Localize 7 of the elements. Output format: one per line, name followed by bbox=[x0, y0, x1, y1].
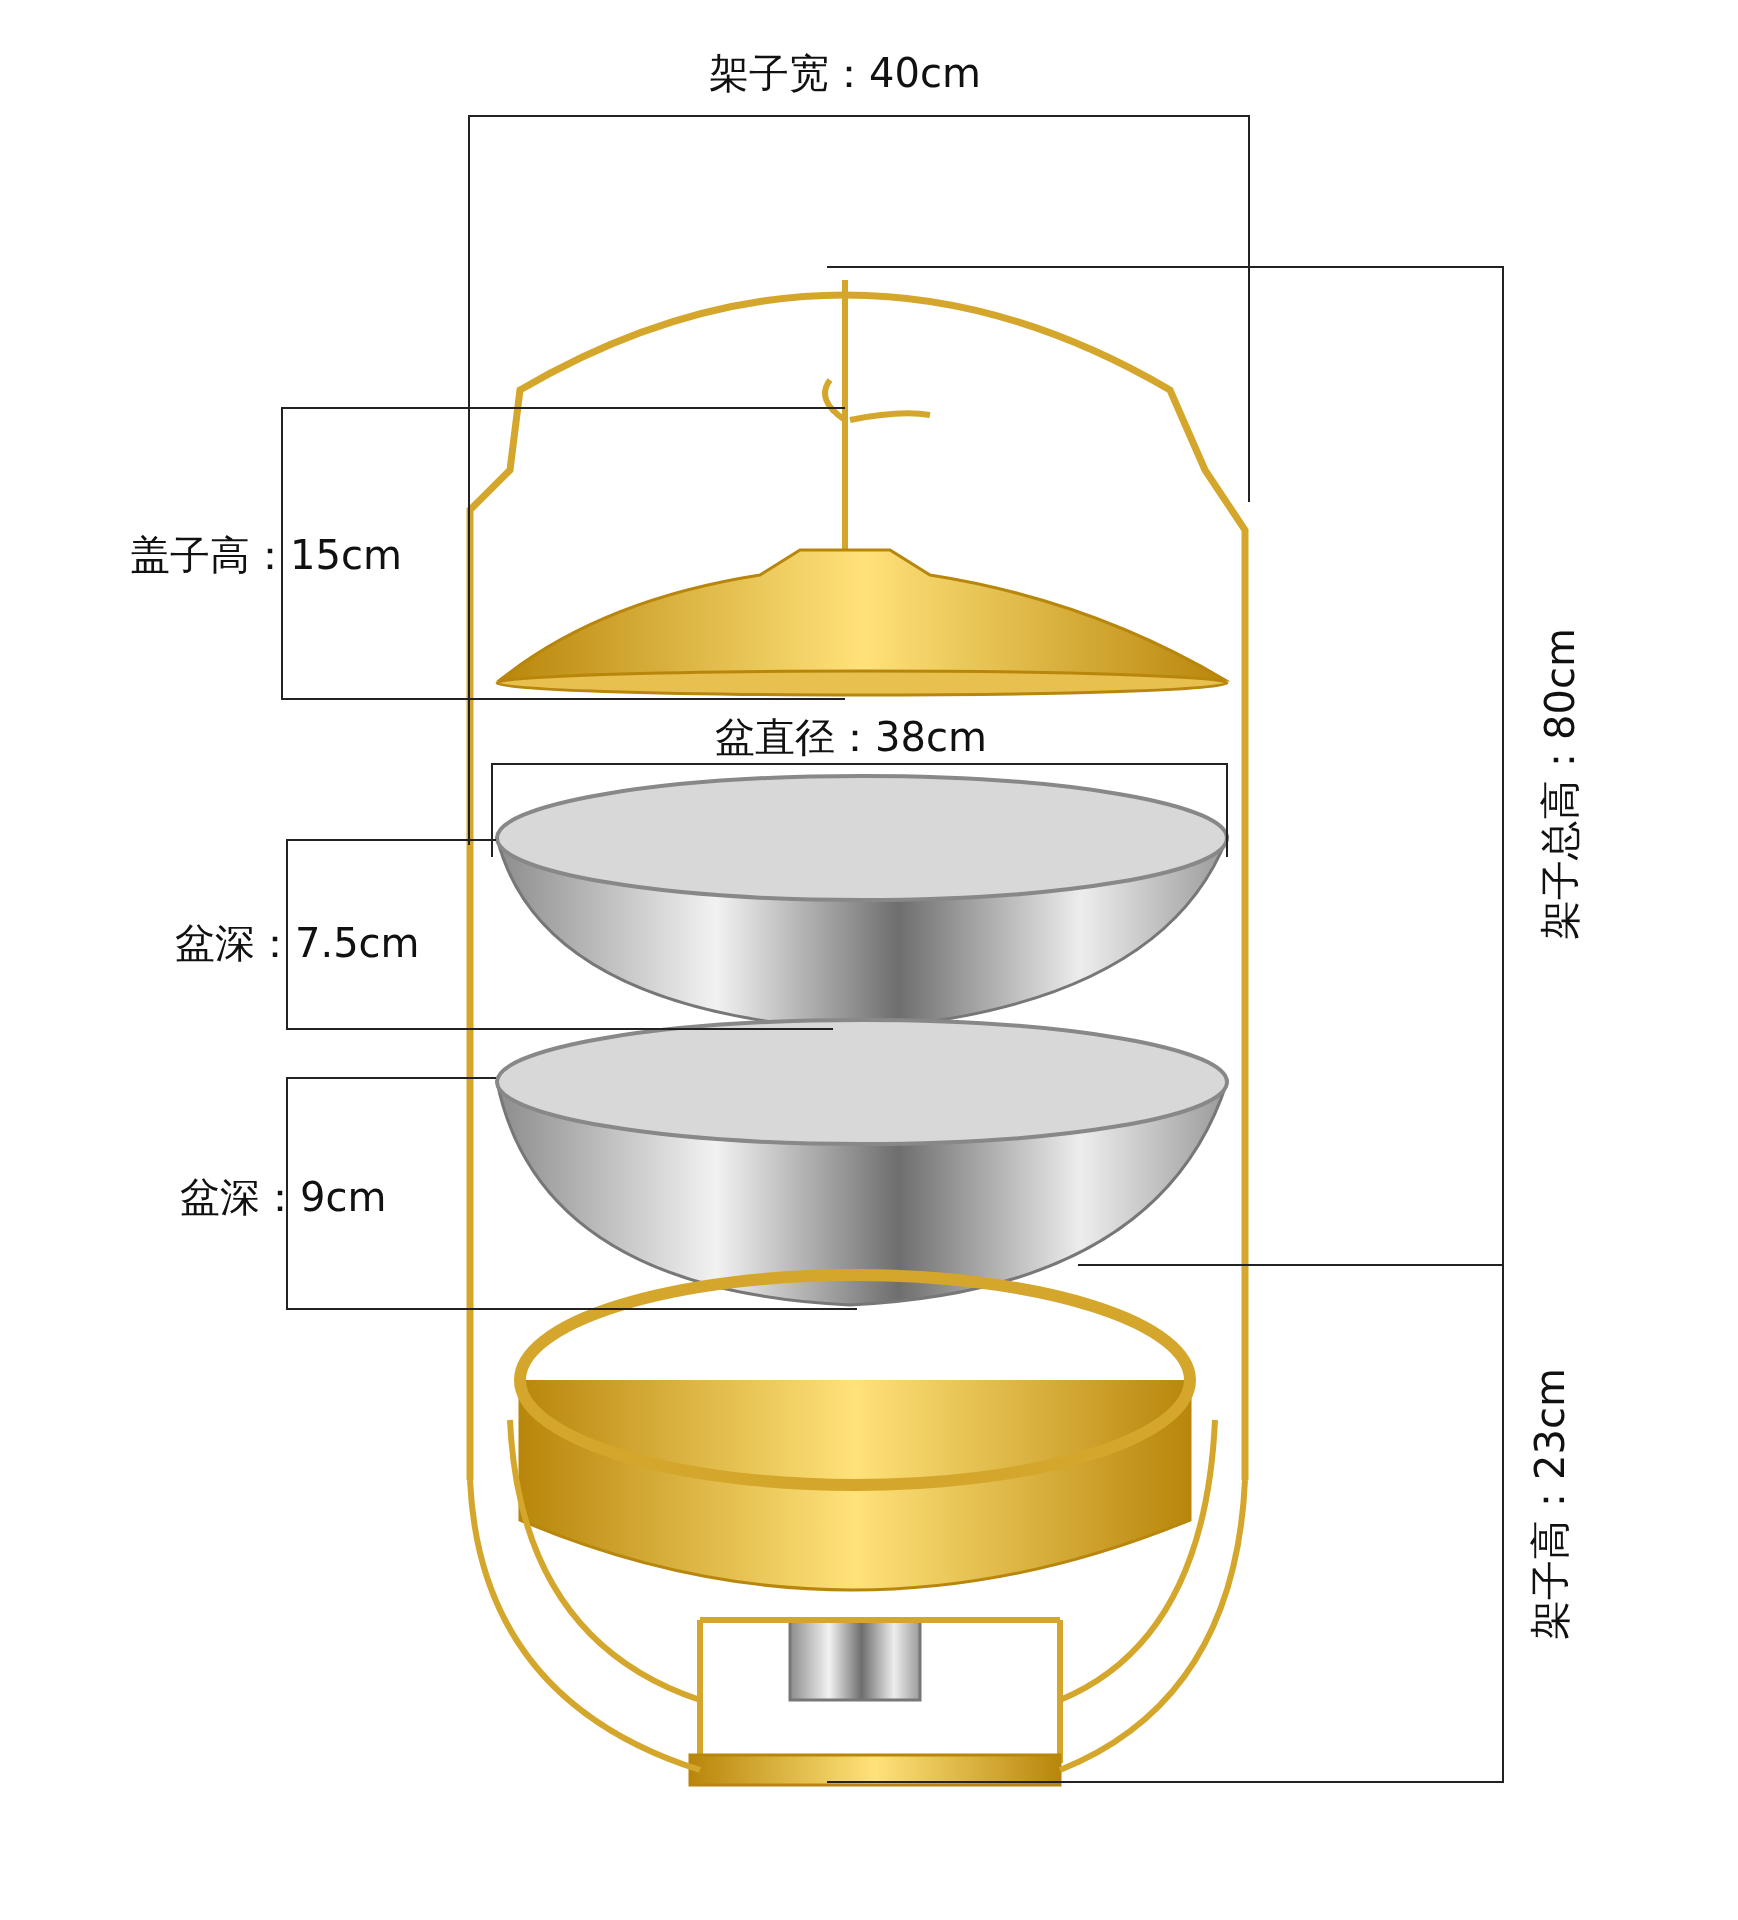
dimension-label: 架子高：23cm bbox=[1529, 1368, 1570, 1640]
dimension-label: 盖子高：15cm bbox=[130, 535, 402, 575]
dimension-label: 盆直径：38cm bbox=[715, 717, 987, 757]
dimension-label: 架子总高：80cm bbox=[1539, 628, 1580, 940]
dimension-label: 架子宽：40cm bbox=[709, 53, 981, 93]
dimension-label: 盆深：9cm bbox=[180, 1177, 387, 1217]
dimension-label: 盆深：7.5cm bbox=[175, 923, 420, 963]
